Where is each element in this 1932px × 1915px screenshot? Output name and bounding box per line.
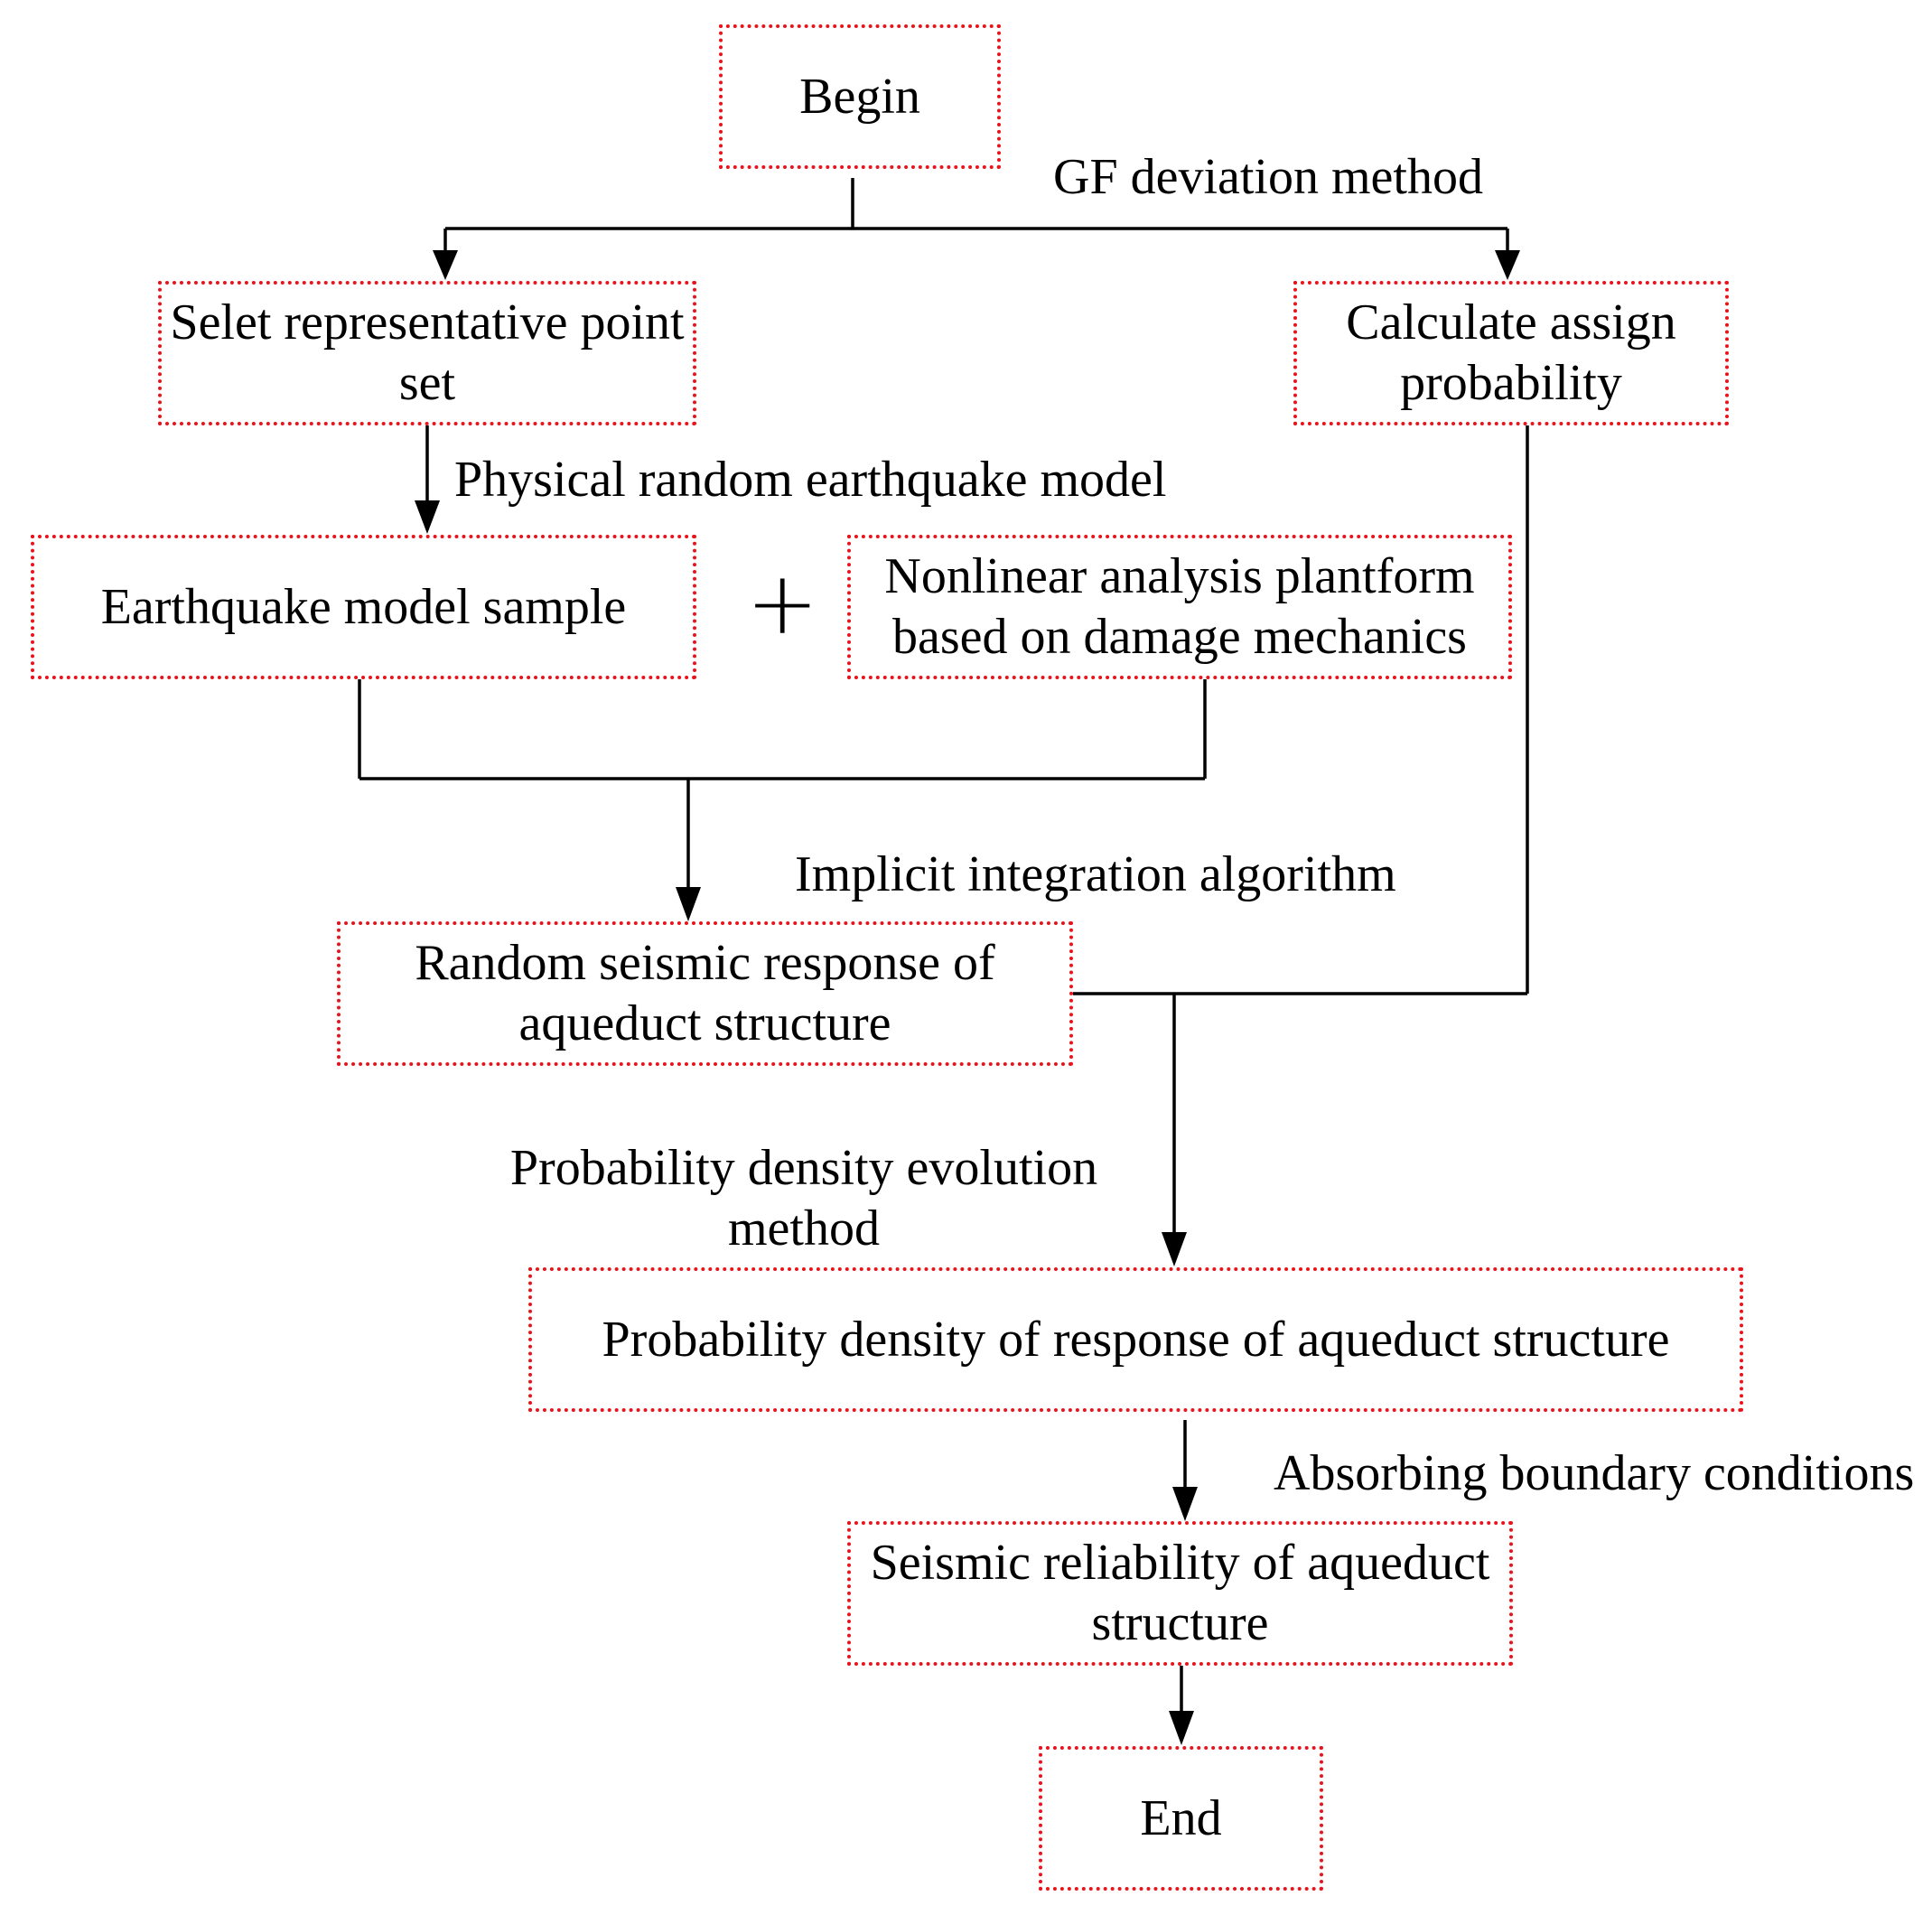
nonlinear-platform-label: Nonlinear analysis plantform based on da… <box>884 548 1475 665</box>
seismic-reliability-label: Seismic reliability of aqueduct structur… <box>870 1535 1490 1651</box>
arrowhead-density <box>1162 1232 1187 1266</box>
arrowhead-random-response <box>676 887 701 921</box>
density-response-label: Probability density of response of aqued… <box>602 1311 1670 1368</box>
begin-node: Begin <box>719 24 1001 169</box>
assign-probability-node: Calculate assign probability <box>1293 281 1729 425</box>
implicit-integration-label: Implicit integration algorithm <box>795 846 1396 902</box>
earthquake-sample-node: Earthquake model sample <box>31 535 696 679</box>
begin-label: Begin <box>799 68 920 125</box>
seismic-reliability-node: Seismic reliability of aqueduct structur… <box>847 1521 1513 1666</box>
arrowhead-assign-probability <box>1495 250 1520 280</box>
arrowhead-select-points <box>433 250 458 280</box>
select-points-label: Selet representative point set <box>170 294 685 411</box>
plus-symbol: + <box>746 553 819 654</box>
earthquake-sample-label: Earthquake model sample <box>100 578 627 635</box>
physical-model-label: Physical random earthquake model <box>454 452 1167 508</box>
end-label: End <box>1140 1789 1222 1846</box>
pdem-label: Probability density evolution method <box>509 1140 1098 1256</box>
end-node: End <box>1039 1746 1323 1891</box>
assign-probability-label: Calculate assign probability <box>1346 294 1676 411</box>
density-response-node: Probability density of response of aqued… <box>528 1267 1743 1412</box>
gf-deviation-label: GF deviation method <box>1053 149 1483 205</box>
nonlinear-platform-node: Nonlinear analysis plantform based on da… <box>847 535 1512 679</box>
arrowhead-reliability <box>1172 1487 1198 1521</box>
absorbing-boundary-label: Absorbing boundary conditions <box>1274 1445 1915 1501</box>
arrowhead-earthquake-sample <box>415 500 440 534</box>
arrowhead-end <box>1169 1711 1194 1745</box>
random-response-label: Random seismic response of aqueduct stru… <box>415 935 995 1051</box>
random-response-node: Random seismic response of aqueduct stru… <box>337 921 1073 1066</box>
select-points-node: Selet representative point set <box>158 281 696 425</box>
